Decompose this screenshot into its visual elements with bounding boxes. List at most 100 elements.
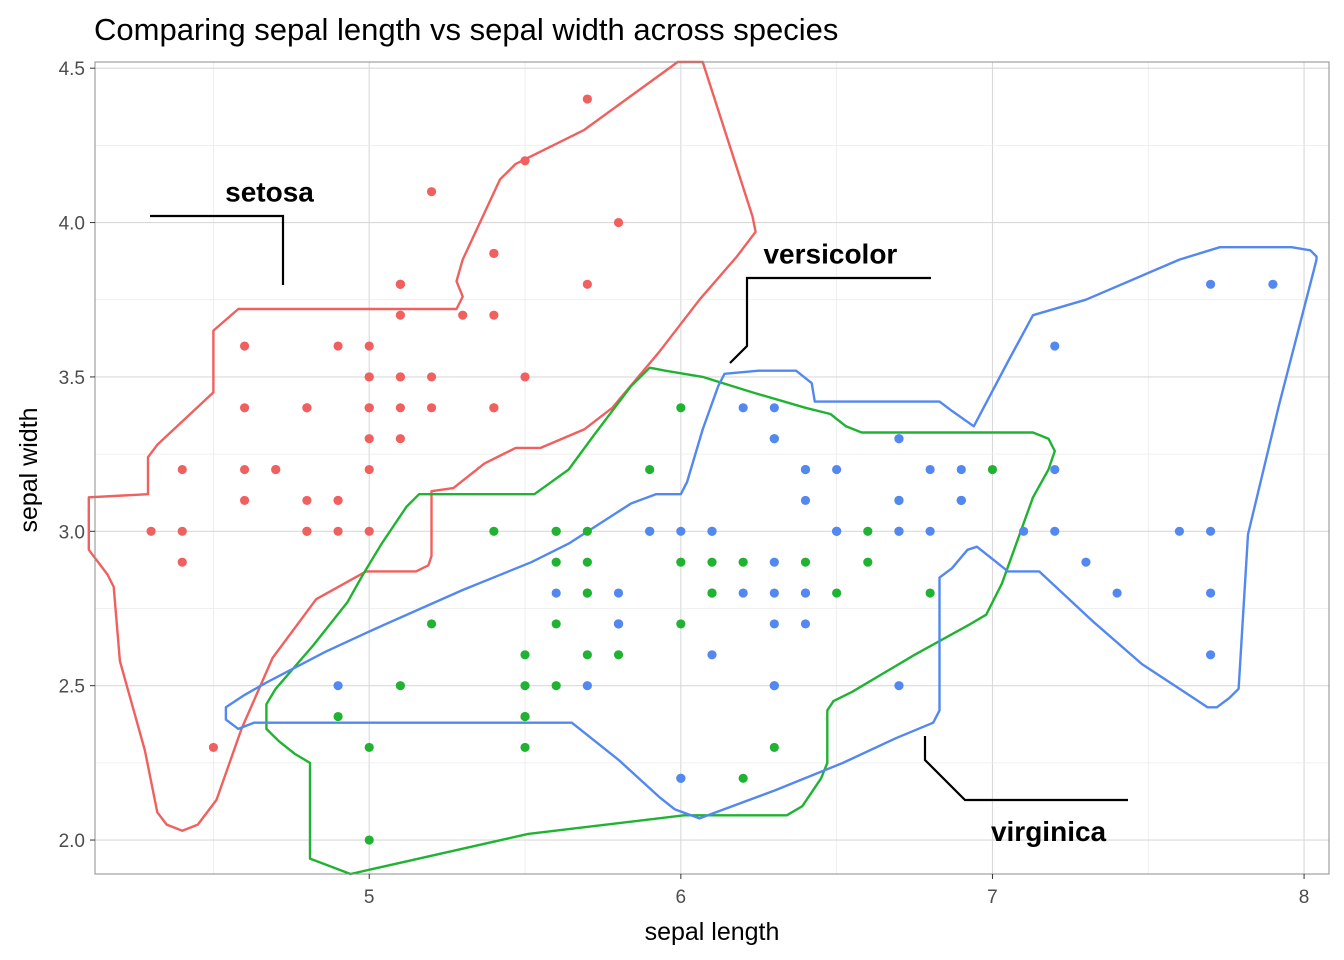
- point-virginica: [1205, 279, 1216, 289]
- point-setosa: [489, 403, 499, 413]
- point-setosa: [582, 279, 592, 289]
- data-points: [146, 94, 1278, 845]
- point-setosa: [177, 526, 187, 536]
- point-virginica: [769, 681, 779, 691]
- point-virginica: [769, 588, 779, 598]
- point-setosa: [364, 434, 374, 444]
- hull-versicolor: [265, 366, 1057, 876]
- point-virginica: [925, 464, 935, 475]
- point-versicolor: [863, 526, 873, 536]
- point-versicolor: [738, 557, 748, 567]
- chart-title: Comparing sepal length vs sepal width ac…: [94, 12, 838, 47]
- x-axis-label: sepal length: [645, 918, 780, 946]
- point-virginica: [676, 526, 686, 536]
- point-virginica: [800, 464, 811, 475]
- point-virginica: [645, 526, 655, 536]
- point-setosa: [395, 372, 405, 382]
- point-versicolor: [520, 681, 530, 691]
- point-setosa: [333, 495, 343, 506]
- point-versicolor: [520, 711, 530, 722]
- point-virginica: [1050, 464, 1060, 475]
- x-tick-label: 7: [987, 887, 998, 908]
- point-setosa: [239, 495, 250, 506]
- point-virginica: [769, 434, 779, 444]
- point-setosa: [333, 341, 343, 351]
- hull-virginica: [224, 245, 1318, 820]
- point-virginica: [800, 619, 811, 629]
- point-versicolor: [364, 835, 374, 845]
- point-setosa: [395, 403, 405, 413]
- y-tick-label: 4.0: [59, 214, 85, 235]
- y-tick-label: 2.0: [59, 831, 85, 852]
- point-virginica: [1050, 526, 1060, 536]
- point-virginica: [1205, 526, 1216, 536]
- y-tick-label: 3.0: [59, 522, 85, 543]
- point-virginica: [738, 403, 748, 413]
- point-versicolor: [551, 619, 561, 629]
- label-setosa: setosa: [225, 177, 314, 208]
- point-virginica: [1050, 341, 1060, 351]
- point-setosa: [302, 495, 312, 506]
- point-virginica: [832, 464, 842, 475]
- point-virginica: [613, 588, 624, 598]
- point-versicolor: [489, 526, 499, 536]
- point-virginica: [1268, 279, 1278, 289]
- point-virginica: [832, 526, 842, 536]
- point-setosa: [395, 434, 405, 444]
- point-setosa: [426, 372, 437, 382]
- point-versicolor: [925, 588, 935, 598]
- x-tick-label: 8: [1299, 887, 1310, 908]
- point-setosa: [239, 464, 250, 475]
- point-virginica: [1205, 650, 1216, 660]
- point-virginica: [800, 495, 811, 506]
- point-virginica: [1205, 588, 1216, 598]
- point-virginica: [1081, 557, 1091, 567]
- point-setosa: [426, 403, 437, 413]
- point-setosa: [458, 310, 468, 320]
- point-setosa: [146, 526, 156, 536]
- y-tick-label: 4.5: [59, 59, 85, 80]
- point-setosa: [364, 464, 374, 475]
- point-virginica: [613, 619, 624, 629]
- point-setosa: [302, 526, 312, 536]
- point-setosa: [302, 403, 312, 413]
- point-virginica: [769, 557, 779, 567]
- y-axis-label: sepal width: [15, 407, 43, 532]
- panel-border: [94, 61, 1330, 875]
- point-virginica: [1112, 588, 1122, 598]
- point-setosa: [489, 248, 499, 259]
- point-versicolor: [987, 464, 998, 475]
- label-leaders: [150, 214, 1128, 802]
- point-setosa: [489, 310, 499, 320]
- point-setosa: [520, 372, 530, 382]
- point-versicolor: [676, 403, 686, 413]
- point-virginica: [894, 526, 904, 536]
- point-virginica: [676, 773, 686, 783]
- point-versicolor: [582, 588, 592, 598]
- point-setosa: [395, 310, 405, 320]
- label-versicolor: versicolor: [763, 238, 897, 269]
- point-versicolor: [582, 650, 592, 660]
- point-versicolor: [551, 557, 561, 567]
- point-virginica: [769, 403, 779, 413]
- point-setosa: [271, 464, 281, 475]
- point-setosa: [364, 372, 374, 382]
- point-setosa: [426, 187, 437, 197]
- point-setosa: [364, 341, 374, 351]
- point-virginica: [769, 619, 779, 629]
- point-versicolor: [364, 742, 374, 753]
- point-virginica: [800, 588, 811, 598]
- point-setosa: [582, 94, 592, 104]
- point-versicolor: [426, 619, 437, 629]
- point-versicolor: [520, 742, 530, 753]
- point-virginica: [894, 434, 904, 444]
- hull-setosa: [87, 60, 757, 832]
- point-versicolor: [707, 557, 717, 567]
- point-versicolor: [395, 681, 405, 691]
- point-setosa: [364, 403, 374, 413]
- point-setosa: [208, 742, 219, 753]
- point-versicolor: [582, 526, 592, 536]
